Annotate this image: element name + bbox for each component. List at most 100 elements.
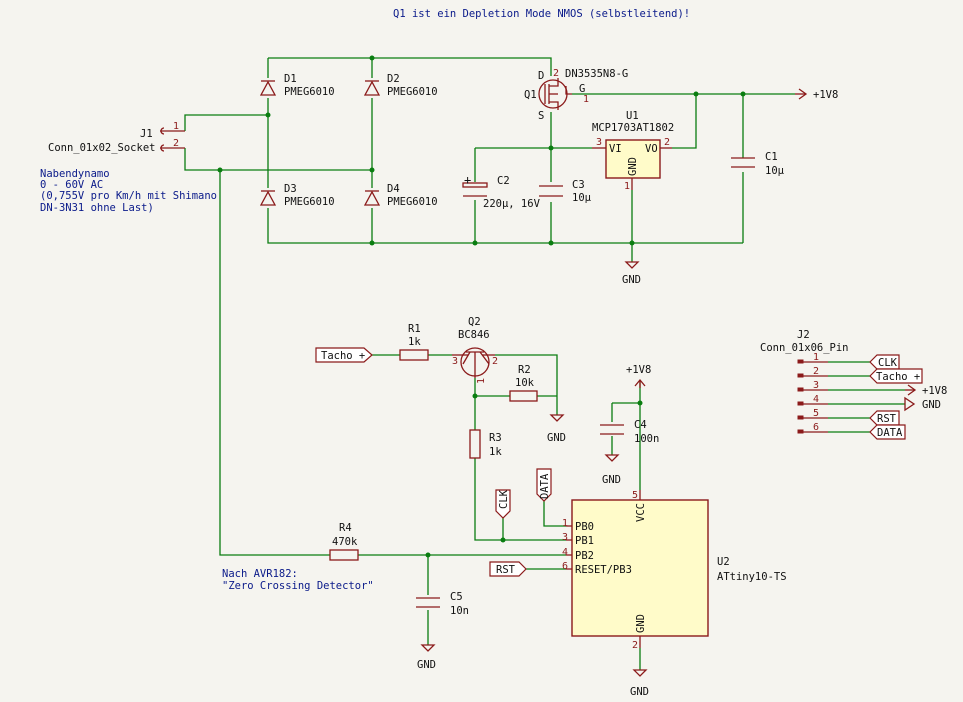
resistor-r2: R2 10k — [509, 364, 538, 402]
svg-text:1: 1 — [813, 352, 819, 363]
svg-text:10k: 10k — [515, 377, 535, 389]
svg-text:220µ, 16V: 220µ, 16V — [483, 198, 541, 210]
svg-text:D: D — [538, 70, 544, 82]
svg-text:Nach AVR182:: Nach AVR182: — [222, 568, 298, 580]
svg-text:6: 6 — [562, 561, 568, 572]
note-avr: Nach AVR182: "Zero Crossing Detector" — [222, 568, 374, 592]
wires — [184, 57, 905, 670]
power-1v8-u2: +1V8 — [626, 364, 651, 388]
svg-text:GND: GND — [630, 686, 649, 698]
svg-text:3: 3 — [562, 532, 568, 543]
svg-text:VI: VI — [609, 143, 622, 155]
svg-text:DN3535N8-G: DN3535N8-G — [565, 68, 628, 80]
svg-text:J2: J2 — [797, 329, 810, 341]
svg-text:DATA: DATA — [539, 473, 551, 499]
power-1v8-j2: +1V8 — [905, 384, 947, 397]
svg-text:J1: J1 — [140, 128, 153, 140]
svg-text:Tacho +: Tacho + — [876, 371, 920, 383]
svg-text:Conn_01x02_Socket: Conn_01x02_Socket — [48, 142, 155, 154]
svg-text:1: 1 — [476, 378, 487, 384]
svg-text:+1V8: +1V8 — [922, 385, 947, 397]
svg-text:GND: GND — [627, 157, 639, 176]
svg-text:D1: D1 — [284, 73, 297, 85]
svg-text:+1V8: +1V8 — [626, 364, 651, 376]
svg-text:0 - 60V AC: 0 - 60V AC — [40, 179, 103, 191]
svg-text:3: 3 — [596, 137, 602, 148]
svg-text:GND: GND — [922, 399, 941, 411]
svg-text:10µ: 10µ — [572, 192, 592, 204]
svg-text:1: 1 — [583, 94, 589, 105]
svg-text:PMEG6010: PMEG6010 — [387, 86, 438, 98]
svg-text:C4: C4 — [634, 419, 647, 431]
capacitor-c2: + C2 220µ, 16V — [462, 173, 541, 210]
mosfet-q1: D G S 1 2 Q1 DN3535N8-G — [524, 68, 628, 122]
svg-text:R3: R3 — [489, 432, 502, 444]
resistor-r4: R4 470k — [329, 522, 359, 561]
capacitor-c5: C5 10n — [416, 591, 469, 617]
label-clk-u2: CLK — [495, 489, 511, 519]
svg-text:CLK: CLK — [878, 357, 898, 369]
svg-text:+1V8: +1V8 — [813, 89, 838, 101]
svg-text:G: G — [579, 83, 585, 95]
svg-text:2: 2 — [553, 68, 559, 79]
svg-text:PMEG6010: PMEG6010 — [284, 196, 335, 208]
label-rst-u2: RST — [489, 561, 527, 577]
svg-text:ATtiny10-TS: ATtiny10-TS — [717, 571, 787, 583]
svg-text:Conn_01x06_Pin: Conn_01x06_Pin — [760, 342, 849, 354]
svg-text:2: 2 — [632, 640, 638, 651]
note-dynamo: Nabendynamo 0 - 60V AC (0,755V pro Km/h … — [40, 168, 217, 214]
svg-text:D4: D4 — [387, 183, 400, 195]
label-tacho-j2: Tacho + — [869, 368, 923, 384]
svg-text:10µ: 10µ — [765, 165, 785, 177]
svg-text:GND: GND — [417, 659, 436, 671]
svg-text:PB0: PB0 — [575, 521, 594, 533]
svg-text:DATA: DATA — [877, 427, 903, 439]
svg-text:PMEG6010: PMEG6010 — [387, 196, 438, 208]
svg-text:2: 2 — [813, 366, 819, 377]
label-data-j2: DATA — [869, 424, 906, 440]
svg-text:1k: 1k — [489, 446, 502, 458]
svg-text:R1: R1 — [408, 323, 421, 335]
svg-text:CLK: CLK — [498, 489, 510, 509]
svg-text:3: 3 — [452, 356, 458, 367]
diode-d1: D1 PMEG6010 — [259, 73, 335, 98]
connector-j1: J1 Conn_01x02_Socket 1 2 — [48, 121, 185, 154]
power-1v8-top: +1V8 — [795, 88, 838, 101]
svg-text:C5: C5 — [450, 591, 463, 603]
svg-text:1: 1 — [624, 181, 630, 192]
svg-text:"Zero Crossing Detector": "Zero Crossing Detector" — [222, 580, 374, 592]
ground-u2: GND — [630, 669, 649, 698]
connector-j2: J2 Conn_01x06_Pin 1 2 3 4 5 6 — [760, 329, 849, 434]
svg-text:470k: 470k — [332, 536, 358, 548]
svg-text:C1: C1 — [765, 151, 778, 163]
svg-text:Nabendynamo: Nabendynamo — [40, 168, 110, 180]
label-tacho-input: Tacho + — [315, 347, 373, 363]
transistor-q2: Q2 BC846 3 2 1 — [452, 316, 498, 384]
svg-text:PB2: PB2 — [575, 550, 594, 562]
svg-text:GND: GND — [635, 614, 647, 633]
capacitor-c4: C4 100n — [600, 419, 659, 445]
diode-d4: D4 PMEG6010 — [363, 183, 438, 208]
ground-rectifier: GND — [622, 261, 641, 286]
svg-text:VO: VO — [645, 143, 658, 155]
diode-d3: D3 PMEG6010 — [259, 183, 335, 208]
svg-text:PB1: PB1 — [575, 535, 594, 547]
junctions — [217, 55, 746, 558]
note-top: Q1 ist ein Depletion Mode NMOS (selbstle… — [393, 8, 690, 20]
svg-text:PMEG6010: PMEG6010 — [284, 86, 335, 98]
svg-text:6: 6 — [813, 422, 819, 433]
diode-d2: D2 PMEG6010 — [363, 73, 438, 98]
svg-text:R4: R4 — [339, 522, 352, 534]
regulator-u1: VI VO GND 3 2 1 U1 MCP1703AT1802 — [592, 110, 674, 192]
svg-text:Tacho +: Tacho + — [321, 350, 365, 362]
svg-text:GND: GND — [602, 474, 621, 486]
svg-text:1: 1 — [562, 518, 568, 529]
svg-text:(0,755V pro Km/h mit Shimano: (0,755V pro Km/h mit Shimano — [40, 190, 217, 202]
label-data-u2: DATA — [536, 468, 552, 502]
svg-text:MCP1703AT1802: MCP1703AT1802 — [592, 122, 674, 134]
svg-text:U2: U2 — [717, 556, 730, 568]
svg-text:D2: D2 — [387, 73, 400, 85]
svg-text:100n: 100n — [634, 433, 659, 445]
svg-text:RST: RST — [496, 564, 516, 576]
